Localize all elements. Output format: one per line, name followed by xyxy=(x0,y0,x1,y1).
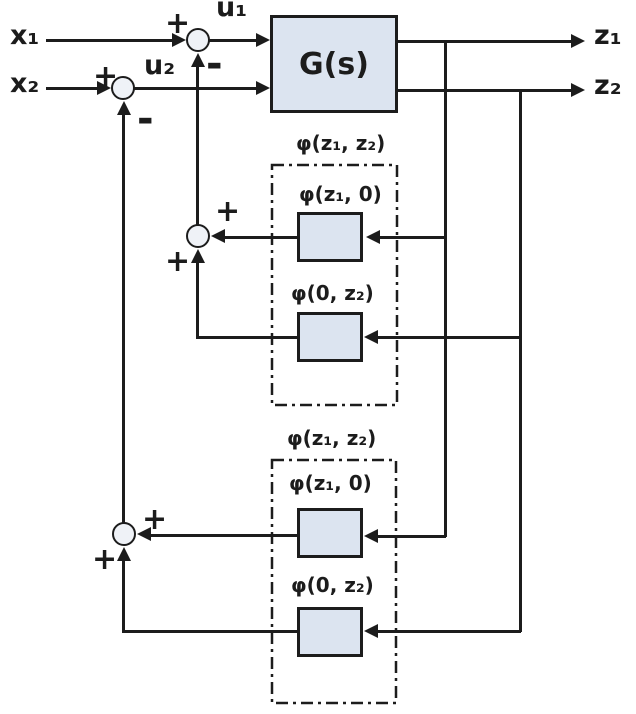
group1-lower-output-riser-line xyxy=(196,261,199,339)
phi-group1-lower-label: φ(0, z₂) xyxy=(291,281,374,305)
group2-lower-input-arrowhead-icon xyxy=(364,624,378,638)
x2-signal-line xyxy=(46,87,98,90)
x1-signal-line xyxy=(46,39,173,42)
group1-lower-input-line xyxy=(376,336,521,339)
phi-group1-upper-label: φ(z₁, 0) xyxy=(299,182,382,206)
fb2-junction-right-plus-sign: + xyxy=(142,502,168,537)
group1-upper-output-line xyxy=(223,236,298,239)
plant-block: G(s) xyxy=(270,15,398,113)
feedback2-vertical-line xyxy=(122,113,125,523)
z2-arrowhead-icon xyxy=(571,83,585,97)
x2-arrowhead-icon xyxy=(97,81,111,95)
x2-junction-plus-sign: + xyxy=(93,59,119,94)
group1-upper-input-line xyxy=(378,236,446,239)
z1-signal-line xyxy=(398,40,572,43)
group1-lower-output-arrowhead-icon xyxy=(191,249,205,263)
group2-upper-input-line xyxy=(376,535,446,538)
u2-label: u₂ xyxy=(144,50,176,81)
phi-group1-title: φ(z₁, z₂) xyxy=(296,131,386,155)
group1-upper-input-arrowhead-icon xyxy=(366,230,380,244)
summing-junction-fb1 xyxy=(186,224,210,248)
phi-group2-lower-label: φ(0, z₂) xyxy=(291,573,374,597)
group2-upper-output-line xyxy=(149,534,298,537)
feedback1-arrowhead-icon xyxy=(191,53,205,67)
x2-junction-minus-sign: - xyxy=(137,96,154,142)
z2-branch-vertical-line xyxy=(519,89,522,632)
group2-lower-output-line xyxy=(122,630,298,633)
phi-group1-dashed-box xyxy=(270,163,399,407)
phi-z1-0-block-1 xyxy=(297,212,363,262)
summing-junction-u1 xyxy=(186,28,210,52)
group1-upper-output-arrowhead-icon xyxy=(211,229,225,243)
group1-lower-input-arrowhead-icon xyxy=(364,330,378,344)
summing-junction-x2 xyxy=(111,76,135,100)
u1-label: u₁ xyxy=(216,0,248,23)
phi-0-z2-block-2 xyxy=(297,607,363,657)
x2-label: x₂ xyxy=(10,68,40,99)
phi-group2-dashed-box xyxy=(270,458,398,705)
phi-0-z2-block-1 xyxy=(297,312,363,362)
group2-lower-input-line xyxy=(376,630,521,633)
u2-arrowhead-icon xyxy=(256,81,270,95)
z2-signal-line xyxy=(398,89,572,92)
fb2-junction-bottom-plus-sign: + xyxy=(92,542,118,577)
u1-arrowhead-icon xyxy=(256,33,270,47)
feedback1-vertical-line xyxy=(196,65,199,225)
group2-upper-output-arrowhead-icon xyxy=(137,527,151,541)
z1-arrowhead-icon xyxy=(571,34,585,48)
u2-signal-line xyxy=(134,87,257,90)
phi-z1-0-block-2 xyxy=(297,508,363,558)
phi-group2-title: φ(z₁, z₂) xyxy=(287,426,377,450)
z1-label: z₁ xyxy=(594,20,622,51)
group2-upper-input-arrowhead-icon xyxy=(364,529,378,543)
z1-branch-vertical-line xyxy=(444,40,447,537)
x1-label: x₁ xyxy=(10,20,40,51)
group2-lower-output-arrowhead-icon xyxy=(117,547,131,561)
fb1-junction-bottom-plus-sign: + xyxy=(165,244,191,279)
group1-lower-output-line xyxy=(196,336,298,339)
group2-lower-output-riser-line xyxy=(122,559,125,632)
u1-junction-minus-sign: - xyxy=(206,41,223,87)
u1-signal-line xyxy=(209,39,257,42)
fb1-junction-right-plus-sign: + xyxy=(215,194,241,229)
z2-label: z₂ xyxy=(594,70,622,101)
phi-group2-upper-label: φ(z₁, 0) xyxy=(289,471,372,495)
u1-junction-plus-sign: + xyxy=(165,6,191,41)
feedback2-arrowhead-icon xyxy=(117,101,131,115)
x1-arrowhead-icon xyxy=(172,33,186,47)
plant-label: G(s) xyxy=(299,46,369,82)
summing-junction-fb2 xyxy=(112,522,136,546)
